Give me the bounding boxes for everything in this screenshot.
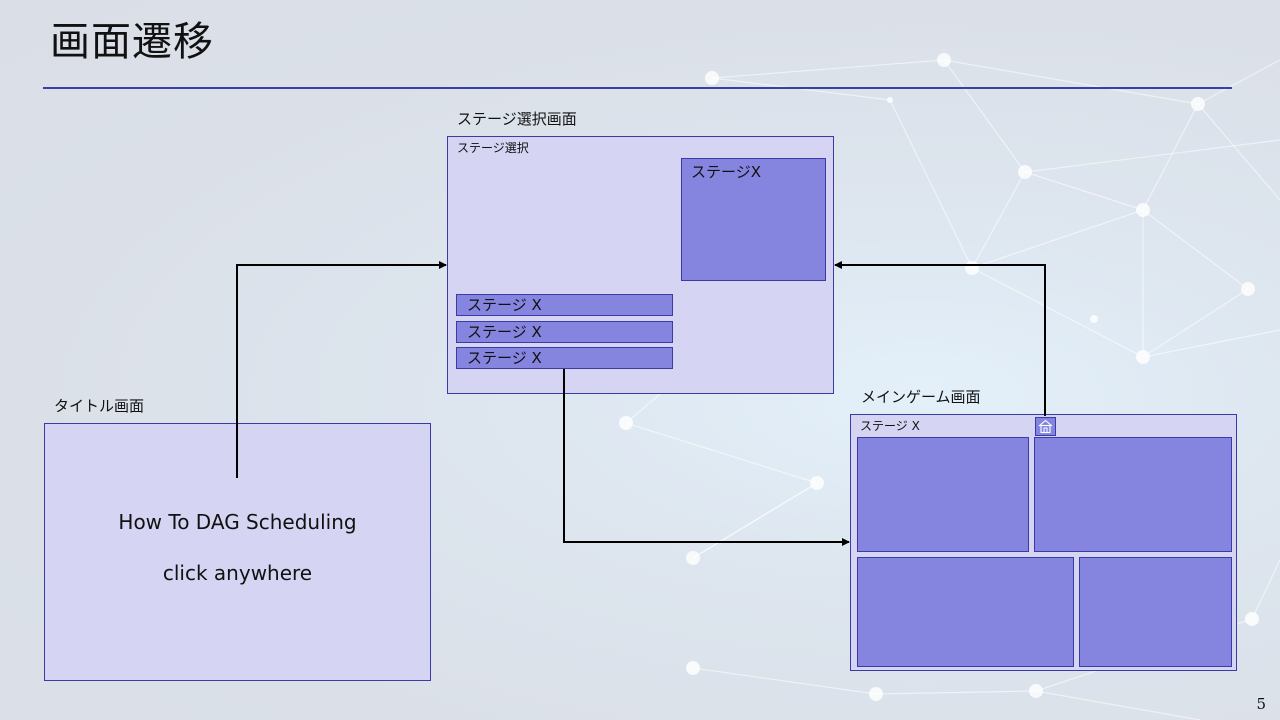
stage-list-item[interactable]: ステージ X [456, 294, 673, 316]
game-panel [1034, 437, 1232, 552]
stage-list-item[interactable]: ステージ X [456, 321, 673, 343]
stage-preview-label: ステージX [691, 163, 761, 181]
stage-select-header: ステージ選択 [457, 141, 529, 155]
slide-title: 画面遷移 [50, 19, 214, 65]
stage-select-screen-mockup: ステージ選択 ステージX ステージ X ステージ X ステージ X [447, 136, 834, 394]
title-screen-label: タイトル画面 [54, 397, 145, 415]
click-anywhere-text: click anywhere [162, 561, 313, 585]
game-panel [857, 557, 1074, 667]
stage-preview-panel: ステージX [681, 158, 826, 281]
game-title-text: How To DAG Scheduling [118, 510, 357, 534]
main-game-screen-label: メインゲーム画面 [861, 388, 981, 406]
page-number: 5 [1256, 695, 1266, 713]
game-panel [1079, 557, 1232, 667]
stage-select-screen-label: ステージ選択画面 [457, 110, 577, 128]
home-button[interactable] [1035, 417, 1056, 436]
home-icon [1038, 419, 1053, 434]
game-panel [857, 437, 1029, 552]
main-game-header: ステージ X [860, 419, 920, 433]
main-game-screen-mockup: ステージ X [850, 414, 1237, 671]
title-screen-mockup: How To DAG Scheduling click anywhere [44, 423, 431, 681]
stage-list-item[interactable]: ステージ X [456, 347, 673, 369]
title-divider [43, 87, 1232, 89]
